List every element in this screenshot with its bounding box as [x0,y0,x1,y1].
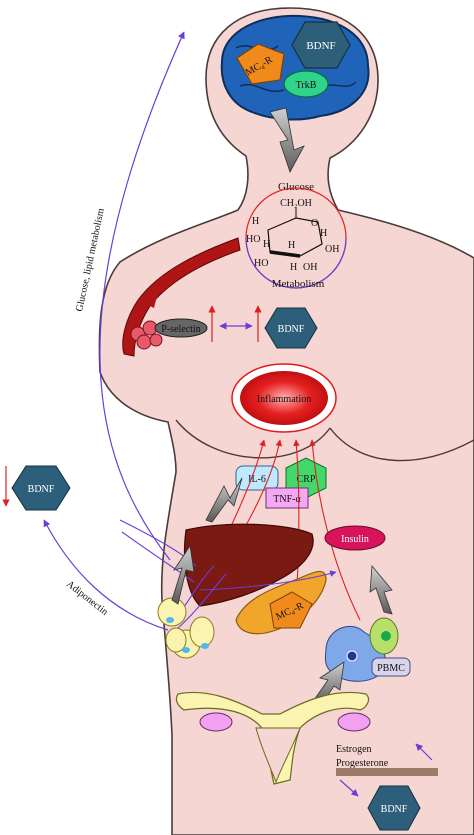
hormone-bar [336,768,438,776]
il6-label: IL-6 [248,474,266,485]
ring-ho: HO [246,234,260,245]
ch2oh-label: CH₂OH [280,198,312,209]
purple-arrow-icon [415,743,433,761]
bdnf-label: BDNF [278,324,305,335]
inflammation-label: Inflammation [257,394,311,405]
mc4r-receptor-icon: MC₄-R [269,591,313,629]
gray-down-arrow-icon [269,107,305,174]
bdnf-label: BDNF [381,804,408,815]
ring-h4: H [288,240,295,251]
p-selectin-label: P-selectin [161,324,200,335]
insulin-label: Insulin [341,534,369,545]
ovary-right [337,712,371,732]
gray-up-arrow-icon [171,544,195,605]
uterus [175,691,370,785]
crp-label: CRP [297,474,316,485]
bdnf-label: BDNF [306,40,335,52]
breast-left-curve [175,419,331,459]
ring-oh2: OH [303,262,317,273]
bdnf-hexagon-icon: BDNF [291,21,351,69]
ring-oh1: OH [325,244,339,255]
adiponectin-label: Adiponectin [64,579,110,618]
breast-right-curve [329,427,474,462]
gray-up-arrow-icon [313,661,345,705]
gray-up-arrow-icon [205,477,243,523]
adipose-cells [157,597,215,659]
mc4r-receptor-icon: MC₄-R [236,43,285,85]
bdnf-hexagon-icon: BDNF [11,465,71,511]
pbmc-label: PBMC [377,663,405,674]
progesterone-label: Progesterone [336,758,389,769]
gray-up-arrow-icon [369,564,393,615]
ring-h5: H [290,262,297,273]
glucose-lipid-arrow [99,31,185,561]
purple-arrow-icon [339,779,359,797]
ring-h2: H [263,239,270,250]
glucose-ring: O H H H H HO OH HO H OH [245,187,347,289]
bdnf-label: BDNF [28,484,55,495]
metabolism-label: Metabolism [272,278,325,290]
adiponectin-arrow [43,519,169,631]
bdnf-hexagon-icon: BDNF [367,785,421,831]
insulin-oval: Insulin [324,525,386,551]
ring-ho2: HO [254,258,268,269]
ring-h1: H [252,216,259,227]
glucose-label: Glucose [278,181,314,193]
pbmc-box: PBMC [371,657,411,677]
estrogen-label: Estrogen [336,744,372,755]
glucose-lipid-label: Glucose, lipid metabolism [74,207,107,312]
trkb-receptor-icon: TrkB [283,70,329,98]
artery [122,237,241,357]
inflammation-oval: Inflammation [231,363,337,433]
tnf-box: TNF-α [265,487,309,509]
bdnf-hexagon-icon: BDNF [264,307,318,349]
ovary-left [199,712,233,732]
trkb-label: TrkB [296,80,317,91]
ring-h3: H [320,228,327,239]
platelet-cluster [130,320,163,350]
ring-oxygen: O [311,218,318,229]
tnf-label: TNF-α [273,494,301,505]
p-selectin-icon: P-selectin [154,318,208,338]
il6-box: IL-6 [235,465,279,491]
